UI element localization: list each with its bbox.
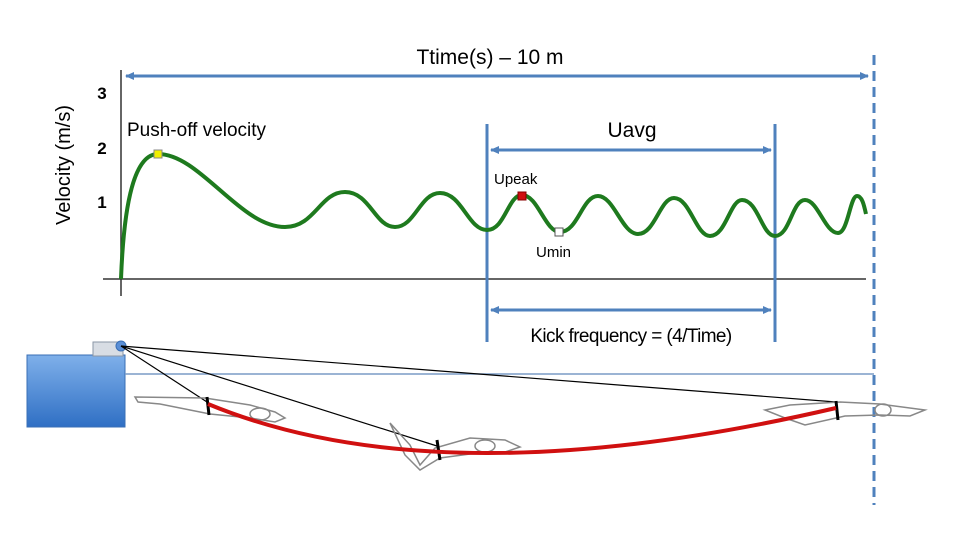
swimmer-3 [762,400,928,426]
y-axis-label: Velocity (m/s) [53,105,75,225]
velocity-curve [119,151,868,280]
y-tick-1: 1 [97,193,106,212]
push-off-label: Push-off velocity [127,120,267,141]
swimmer-2 [389,422,523,471]
swimmer-1 [133,396,287,423]
upeak-label: Upeak [494,171,538,188]
pool-wall [26,354,126,428]
y-tick-3: 3 [97,84,106,103]
sight-line-2 [120,345,438,447]
sight-line-1 [120,345,208,403]
sight-line-3 [120,345,837,403]
push-off-marker [153,149,163,159]
swimmer-trajectory [207,402,837,455]
kick-frequency-label: Kick frequency = (4/Time) [530,326,732,347]
umin-marker [554,227,564,237]
y-tick-2: 2 [97,139,106,158]
diagram-title: Ttime(s) – 10 m [416,46,563,69]
umin-label: Umin [536,244,571,261]
uavg-label: Uavg [607,119,656,142]
upeak-marker [517,191,527,201]
